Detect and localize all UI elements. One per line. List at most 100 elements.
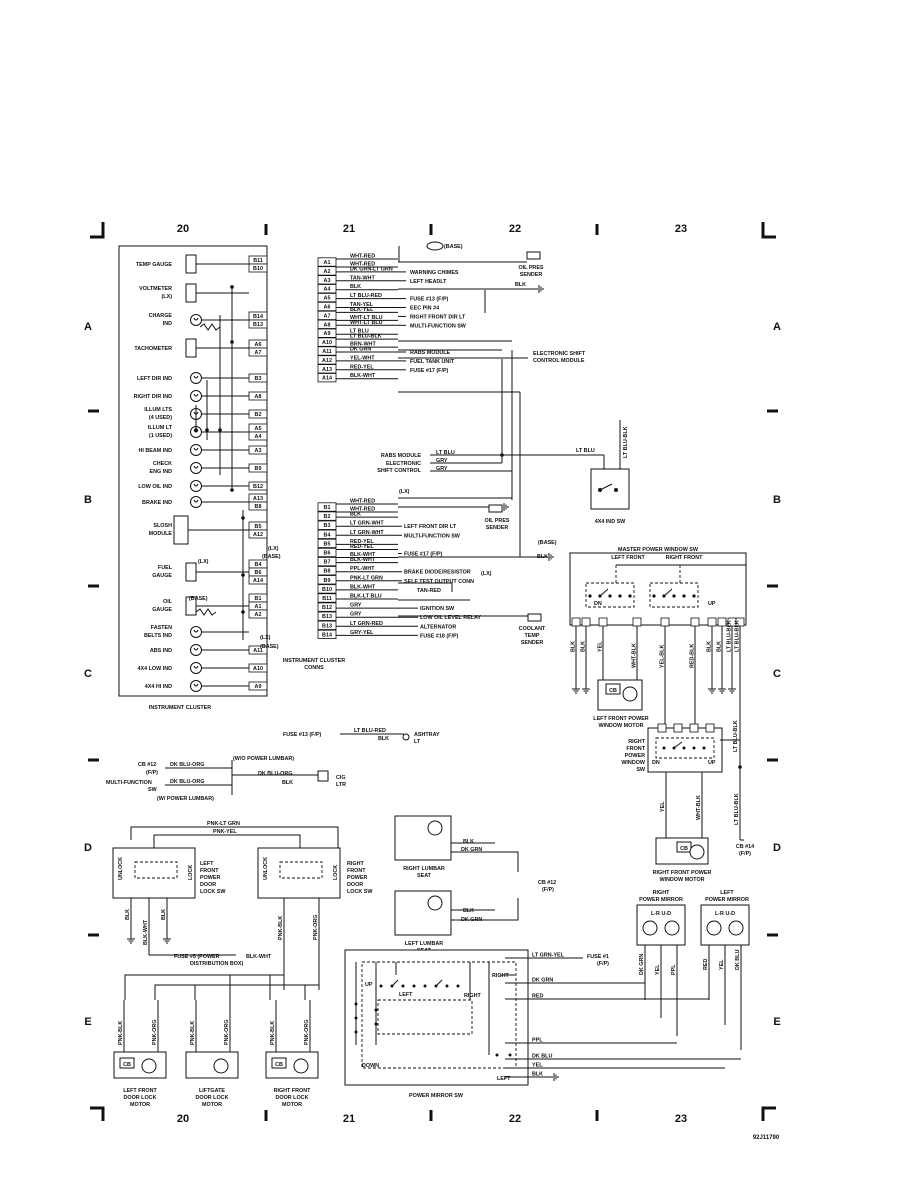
cig-ltr-2: LTR (336, 782, 346, 788)
cluster-pin-label: B10 (253, 266, 263, 272)
cluster-pin-a14: A14 (248, 575, 268, 585)
cluster-item-label: CHECK (153, 461, 172, 467)
module-icon (173, 515, 189, 545)
mirror-sw-ground-icon (553, 1073, 559, 1081)
cluster-pin-label: B5 (255, 524, 262, 530)
conn-b-wire-pnk-lt-grn: PNK-LT GRN (350, 575, 383, 581)
oil-sender-b-ground-icon (503, 503, 509, 511)
left-mirror-wire-red: RED (703, 945, 710, 1000)
bulb-filament-icon (193, 375, 199, 379)
cluster-pin-label: A1 (255, 604, 262, 610)
lock-wire-pnk-yel: PNK-YEL (213, 829, 237, 835)
mirror-sw-wire-label: BLK (532, 1072, 543, 1078)
cluster-item-illum-lts: ILLUM LTS(4 USED) (144, 407, 249, 421)
left-lock-wire-label: BLK-WHT (143, 919, 149, 945)
conn-b-wire-blk-lt-blu: BLK-LT BLU (350, 594, 382, 600)
bulb-filament-icon (193, 465, 199, 469)
conn-a-wire-wht-lt-blu: WHT-LT BLU (350, 315, 383, 321)
left-lock-sw-label-3: POWER (200, 875, 220, 881)
master-window-pins (571, 617, 745, 627)
conn-a-dest-fuse-17-f-p: FUSE #17 (F/P) (410, 368, 449, 374)
conn-b-dest-low-oil-level-relay: LOW OIL LEVEL RELAY (420, 615, 481, 621)
mirror-sw-up: UP (365, 982, 373, 988)
master-wire-wht-blk-3: WHT-BLK (632, 626, 638, 680)
master-window-right-front: RIGHT FRONT (666, 555, 704, 561)
cluster-item-label: 4X4 HI IND (145, 684, 172, 690)
cluster-item-brake-ind: BRAKE IND (142, 496, 249, 508)
grid-row-right-d: D (773, 842, 781, 854)
oil-pres-sender-a-label-2: SENDER (520, 272, 543, 278)
cluster-pin-label: B9 (255, 466, 262, 472)
left-mirror-wire-yel: YEL (719, 945, 726, 1025)
cluster-item-hi-beam-ind: HI BEAM IND (138, 444, 249, 456)
conn-b-dest-fuse-17-f-p: FUSE #17 (F/P) (404, 552, 443, 558)
cluster-item-label: TACHOMETER (134, 346, 172, 352)
gauge-icon (185, 283, 197, 303)
cig-wire-1: DK BLU-ORG (258, 771, 292, 777)
left-lock-wire-blk-wht-1: BLK-WHT (143, 898, 150, 945)
cluster-note-base-1: (BASE) (262, 554, 281, 560)
master-wire-label: LT BLU-BLK (727, 620, 733, 652)
rabs-wire-2: GRY (436, 458, 448, 464)
conn-a-dest-right-front-dir-lt: RIGHT FRONT DIR LT (410, 314, 466, 320)
motor-icon (213, 1058, 229, 1074)
power-mirrors: RIGHT POWER MIRROR LEFT POWER MIRROR L-R… (636, 890, 750, 1050)
rabs-wire-1: LT BLU (436, 450, 455, 456)
cluster-item-sublabel: GAUGE (152, 573, 172, 579)
grid-row-left-d: D (84, 842, 92, 854)
4x4-wire-lt-blu-blk: LT BLU-BLK (623, 426, 629, 458)
cluster-item-4x4-low-ind: 4X4 LOW IND (138, 662, 249, 674)
right-mirror-wire-yel: YEL (655, 945, 662, 1018)
coolant-sender-label-1: COOLANT (519, 626, 546, 632)
lock-motor-wire-label: PNK-ORG (224, 1020, 230, 1045)
shift-control-label: SHIFT CONTROL (377, 468, 421, 474)
mirror-sw-wire-label: DK GRN (532, 978, 553, 984)
master-wire-yel-2: YEL (598, 626, 604, 685)
cluster-item-temp-gauge: TEMP GAUGE (136, 254, 249, 274)
cluster-pin-b3: B3 (248, 373, 268, 383)
conn-a-dest-fuel-tank-unit: FUEL TANK UNIT (410, 359, 455, 365)
master-wire-label: YEL-BLK (660, 645, 666, 668)
rf-up: UP (708, 760, 716, 766)
grid-row-left-c: C (84, 668, 92, 680)
fuse5-label-1: FUSE #5 (POWER (174, 954, 220, 960)
cig-ltr-1: CIG (336, 775, 346, 781)
lock-motor-label: DOOR LOCK (196, 1095, 229, 1101)
mirror-sw-wire-label: RED (532, 994, 543, 1000)
right-mirror-wire-ppl: PPL (671, 945, 678, 1036)
left-lock-sw-label-4: DOOR (200, 882, 216, 888)
mirror-sw-wire-red: RED (505, 994, 709, 1000)
left-motor-label-1: LEFT FRONT POWER (593, 716, 649, 722)
no-power-lumbar: (W/O POWER LUMBAR) (233, 756, 294, 762)
cluster-pin-label: B12 (253, 484, 263, 490)
grid-col-top-2: 21 (343, 223, 355, 235)
lock-wire-pnk-lt-grn: PNK-LT GRN (207, 821, 240, 827)
lock-motor-wire-label: PNK-ORG (304, 1020, 310, 1045)
cluster-item-label: FASTEN (151, 625, 172, 631)
conn-a-blk-wire: BLK (515, 282, 526, 288)
gauge-icon (185, 254, 197, 274)
master-ground-icon (572, 685, 580, 694)
master-power-window-switch: MASTER POWER WINDOW SW LEFT FRONT RIGHT … (569, 547, 747, 728)
conn-b-wire-gry-yel: GRY-YEL (350, 630, 374, 636)
cb14-label-1: CB #14 (736, 844, 754, 850)
left-mirror-wire-label: YEL (719, 959, 725, 970)
conn-b-pin-label: B9 (324, 578, 331, 584)
mirror-sw-contacts (354, 962, 515, 1057)
mirror-sw-wire-dk-blu: DK BLU (505, 1054, 741, 1060)
master-wire-label: RED-BLK (690, 644, 696, 668)
grid-col-bottom-4: 23 (675, 1113, 687, 1125)
cluster-pin-b11: B11 (248, 255, 268, 265)
cluster-pin-a8: A8 (248, 391, 268, 401)
cluster-pin-label: A11 (253, 648, 263, 654)
conn-a-wire-tan-wht: TAN-WHT (350, 275, 375, 281)
ashtray-lumbar-section: FUSE #13 (F/P) LT BLU-RED BLK ASHTRAY LT… (106, 728, 440, 802)
right-door-lock-switch (257, 847, 341, 899)
